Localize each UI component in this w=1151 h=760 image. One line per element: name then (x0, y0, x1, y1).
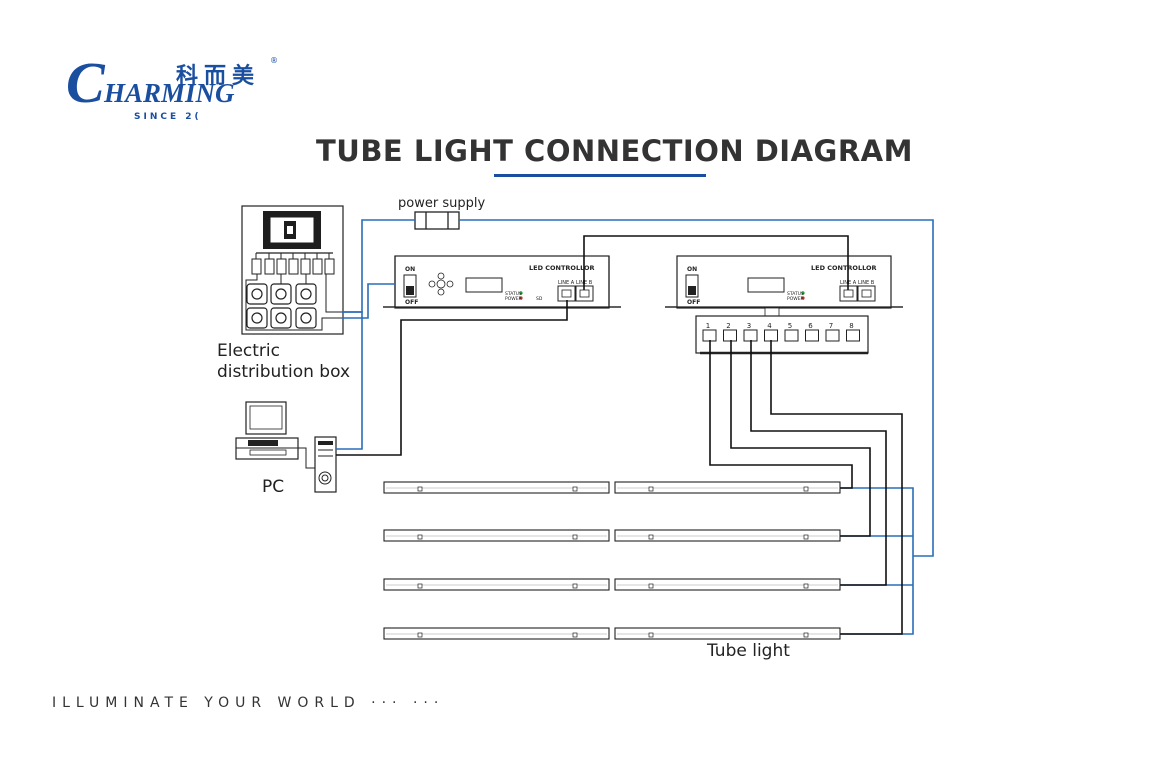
splitter-port (743, 329, 758, 342)
registered-mark: ® (270, 56, 278, 65)
tube-light-clip (648, 632, 654, 638)
controller-right-name: LED CONTROLLOR (811, 264, 877, 272)
socket-grid (246, 283, 317, 329)
splitter-port (846, 329, 860, 342)
splitter-hub: 1 2 3 4 5 6 7 8 (695, 315, 869, 355)
tube-light-clip (572, 486, 578, 492)
led-controller-right (665, 255, 903, 317)
tube-light (614, 481, 841, 494)
tube-light-clip (572, 534, 578, 540)
tube-light-clip (417, 583, 423, 589)
status-left: STATUS (505, 291, 522, 297)
page-title: TUBE LIGHT CONNECTION DIAGRAM (316, 134, 913, 168)
title-underline (494, 174, 706, 177)
tube-light-clip (572, 632, 578, 638)
tube-light (614, 627, 841, 640)
port-a-right: LINE A (840, 280, 857, 286)
tube-light (383, 481, 610, 494)
logo-chinese-name: 科而美 (176, 64, 261, 89)
status-right: STATUS (787, 291, 804, 297)
distribution-box-label-line2: distribution box (217, 362, 351, 382)
splitter-port-label: 6 (808, 322, 813, 330)
tube-light (383, 627, 610, 640)
distribution-box (241, 205, 344, 335)
controller-left-name: LED CONTROLLOR (529, 264, 595, 272)
tube-light-clip (648, 486, 654, 492)
splitter-port-label: 7 (829, 322, 833, 330)
sd-label: SD (536, 296, 543, 302)
tube-light-clip (648, 583, 654, 589)
tube-light-clip (417, 534, 423, 540)
port-a-left: LINE A (558, 280, 575, 286)
power-supply (414, 211, 460, 230)
splitter-port-label: 5 (788, 322, 792, 330)
distribution-box-label-line1: Electric (217, 341, 280, 361)
tube-light-clip (803, 632, 809, 638)
logo-initial: C (66, 50, 105, 115)
footer-slogan: ILLUMINATE YOUR WORLD ··· ··· (52, 695, 445, 711)
tube-light-array (383, 481, 841, 640)
switch-off-left: OFF (405, 299, 418, 306)
tube-light-clip (803, 583, 809, 589)
splitter-port-label: 3 (747, 322, 751, 330)
controller-labels: LED CONTROLLOR LED CONTROLLOR ON OFF ON … (405, 264, 877, 306)
tube-light (383, 578, 610, 591)
splitter-port-label: 8 (849, 322, 853, 330)
power-right: POWER (787, 296, 804, 302)
splitter-port (784, 329, 799, 342)
tube-light-clip (572, 583, 578, 589)
splitter-port-label: 1 (706, 322, 710, 330)
switch-on-right: ON (687, 266, 697, 273)
tube-light-clip (803, 486, 809, 492)
logo-wordmark: HARMING (104, 78, 235, 108)
tube-light (614, 578, 841, 591)
splitter-port (764, 329, 778, 342)
splitter-port (702, 329, 717, 342)
splitter-port (805, 329, 819, 342)
tube-light-clip (648, 534, 654, 540)
pc-label: PC (262, 477, 285, 497)
computer-pc (235, 401, 337, 493)
port-b-left: LINE B (576, 280, 593, 286)
splitter-port (825, 329, 840, 342)
tube-light (614, 529, 841, 542)
tube-light-clip (417, 632, 423, 638)
switch-off-right: OFF (687, 299, 700, 306)
port-b-right: LINE B (858, 280, 875, 286)
logo-since: SINCE 2( (134, 112, 202, 122)
splitter-port-label: 2 (726, 322, 730, 330)
splitter-port-label: 4 (767, 322, 772, 330)
power-left: POWER (505, 296, 522, 302)
charming-logo: C 科而美 ® HARMING SINCE 2( (66, 54, 281, 126)
switch-on-left: ON (405, 266, 415, 273)
tube-light-clip (803, 534, 809, 540)
splitter-port (723, 329, 737, 342)
power-supply-label: power supply (398, 196, 486, 211)
tube-light (383, 529, 610, 542)
led-controller-left (383, 255, 621, 309)
tube-light-clip (417, 486, 423, 492)
tube-light-label: Tube light (707, 641, 790, 661)
